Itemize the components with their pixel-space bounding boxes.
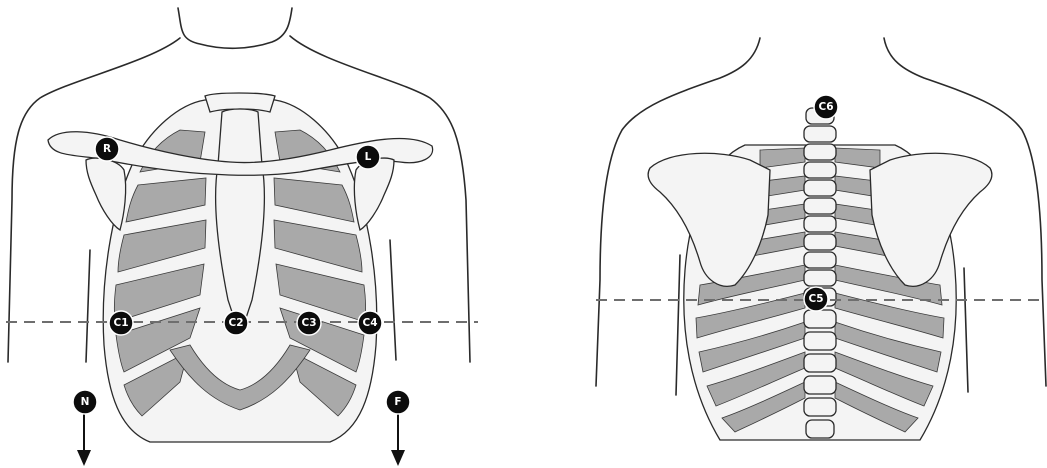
marker-c4-label: C4 bbox=[362, 317, 377, 329]
front-right-arm-line bbox=[390, 240, 396, 360]
marker-r-label: R bbox=[103, 143, 111, 155]
marker-n-label: N bbox=[81, 396, 90, 408]
marker-c5-label: C5 bbox=[808, 293, 823, 305]
marker-c2-label: C2 bbox=[228, 317, 243, 329]
back-rib-cage bbox=[648, 108, 992, 440]
back-left-arm-line bbox=[676, 255, 680, 395]
n-arrow-head bbox=[77, 450, 91, 466]
front-left-arm-line bbox=[86, 250, 90, 362]
front-right-scapula bbox=[354, 158, 394, 230]
f-arrow-head bbox=[391, 450, 405, 466]
front-neck-outline bbox=[178, 8, 292, 48]
marker-c5: C5 bbox=[804, 287, 828, 311]
marker-f: F bbox=[386, 390, 410, 414]
marker-c6: C6 bbox=[814, 95, 838, 119]
marker-c6-label: C6 bbox=[818, 101, 833, 113]
marker-c2: C2 bbox=[224, 311, 248, 335]
marker-l: L bbox=[356, 145, 380, 169]
back-spine bbox=[804, 108, 836, 438]
back-right-arm-line bbox=[964, 268, 968, 392]
marker-c1: C1 bbox=[109, 311, 133, 335]
marker-l-label: L bbox=[365, 151, 372, 163]
marker-c3-label: C3 bbox=[301, 317, 316, 329]
marker-r: R bbox=[95, 137, 119, 161]
marker-f-label: F bbox=[394, 396, 401, 408]
front-left-scapula bbox=[86, 158, 126, 230]
marker-c3: C3 bbox=[297, 311, 321, 335]
marker-n: N bbox=[73, 390, 97, 414]
marker-c1-label: C1 bbox=[113, 317, 128, 329]
marker-c4: C4 bbox=[358, 311, 382, 335]
